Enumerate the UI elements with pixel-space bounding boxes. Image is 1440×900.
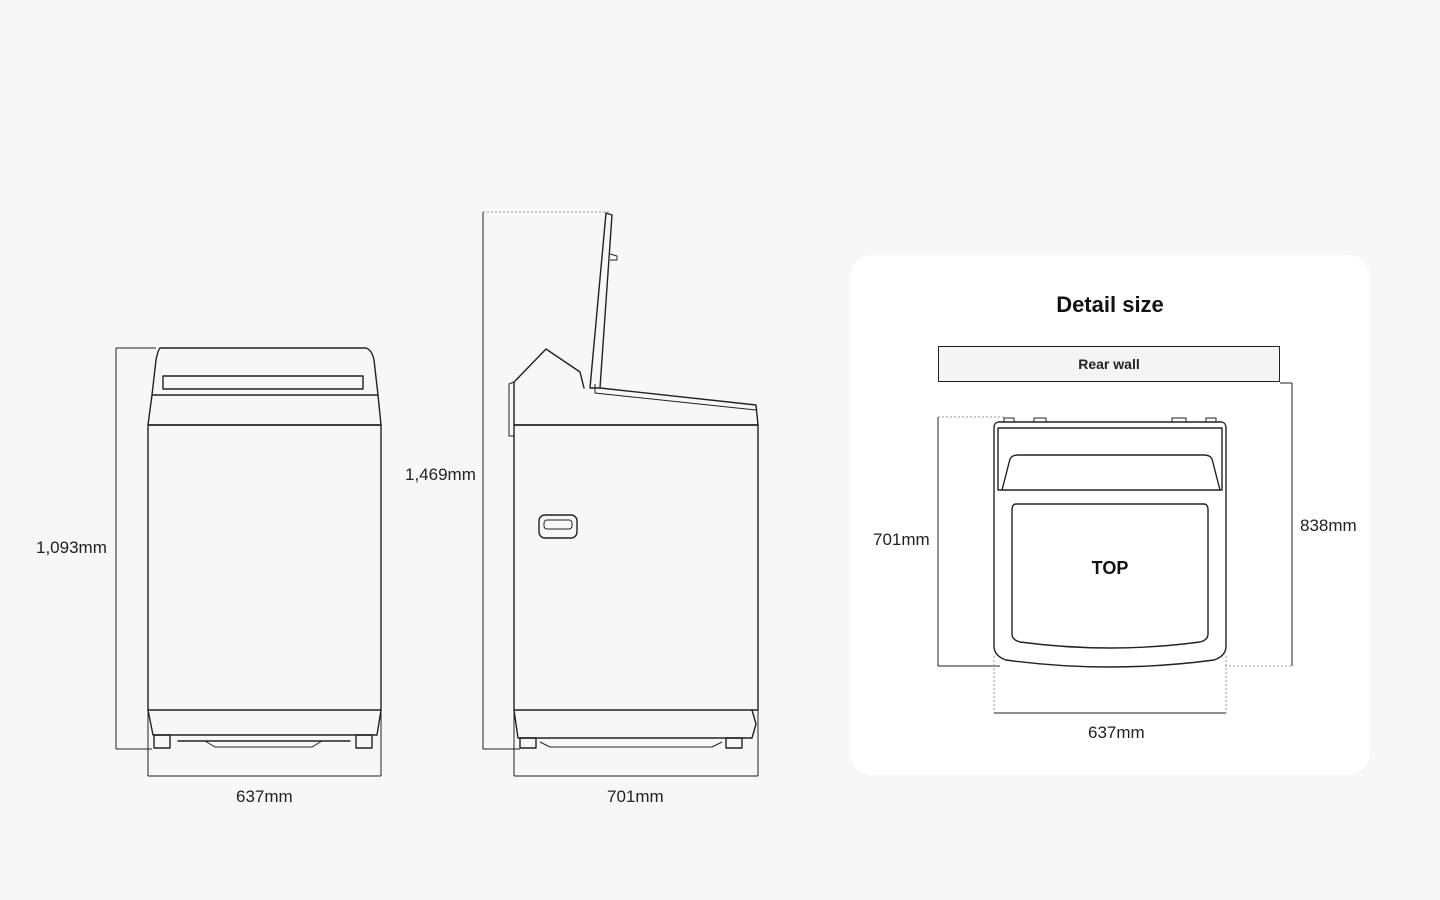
detail-rear-tab-3 <box>1171 417 1187 422</box>
side-open-lid <box>589 212 613 389</box>
detail-rear-tab-2 <box>1033 417 1047 422</box>
detail-rear-tab-1 <box>1003 417 1015 422</box>
side-body <box>513 424 759 711</box>
detail-rear-tab-4 <box>1205 417 1217 422</box>
detail-machine-outline <box>993 421 1227 668</box>
front-base-recess <box>204 740 323 748</box>
detail-top-view <box>937 382 1293 714</box>
front-height-label: 1,093mm <box>36 538 107 557</box>
side-shoulder <box>513 377 759 426</box>
front-shoulder <box>147 394 382 426</box>
detail-lid <box>1011 503 1209 649</box>
detail-size-panel <box>850 255 1370 775</box>
side-control-panel <box>517 348 585 389</box>
front-body <box>147 424 382 711</box>
side-handle <box>538 514 578 539</box>
side-foot-left <box>519 737 537 749</box>
front-width-label: 637mm <box>236 787 293 806</box>
side-height-label: 1,469mm <box>405 465 476 484</box>
side-view-washer <box>482 211 759 777</box>
side-shoulder-edge <box>594 384 757 411</box>
front-foot-left <box>153 734 171 749</box>
detail-left-depth-label: 701mm <box>873 530 930 549</box>
side-base-recess <box>539 741 723 748</box>
detail-control-panel <box>1001 454 1221 491</box>
side-depth-label: 701mm <box>607 787 664 806</box>
side-base <box>513 709 757 739</box>
detail-size-title: Detail size <box>1056 292 1164 317</box>
front-lid <box>151 347 379 396</box>
detail-width-label: 637mm <box>1088 723 1145 742</box>
rear-wall-label: Rear wall <box>1078 356 1140 372</box>
front-foot-right <box>355 734 373 749</box>
side-lid-handle <box>609 253 618 261</box>
side-foot-right <box>725 737 743 749</box>
front-base <box>147 709 382 736</box>
front-view-washer <box>115 347 382 777</box>
top-label: TOP <box>1091 558 1129 578</box>
side-handle-inner <box>543 519 573 530</box>
front-lid-window <box>162 375 364 390</box>
rear-wall-box: Rear wall <box>938 346 1280 382</box>
detail-right-depth-label: 838mm <box>1300 516 1357 535</box>
side-rear-bump <box>508 381 515 437</box>
detail-control-area <box>997 427 1223 491</box>
